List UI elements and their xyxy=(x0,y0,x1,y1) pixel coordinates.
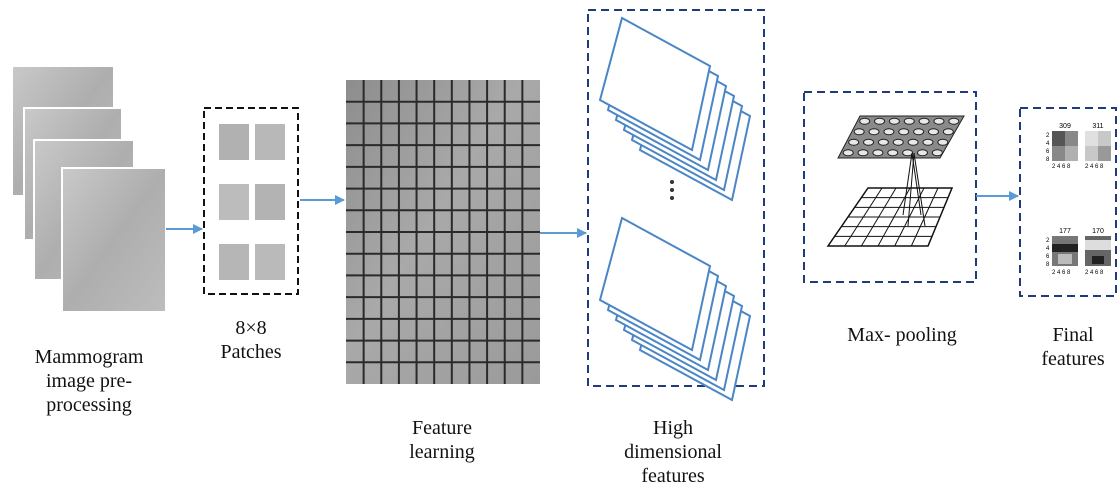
pooled-unit xyxy=(883,128,895,136)
x-tick-labels: 2 4 6 8 xyxy=(1052,270,1071,276)
feature-learning-grid xyxy=(346,80,540,384)
max-pooling-box xyxy=(803,91,977,283)
pooled-unit xyxy=(918,117,930,125)
mammogram-image xyxy=(61,167,167,313)
pooled-unit xyxy=(877,138,889,146)
y-tick-label: 6 xyxy=(1046,254,1050,260)
pooled-unit xyxy=(907,138,919,146)
pooled-unit xyxy=(892,138,904,146)
feature-sheet-stack-bottom xyxy=(598,216,752,402)
label-line: Final xyxy=(1052,324,1094,346)
pooled-unit xyxy=(863,138,875,146)
pooled-unit xyxy=(857,149,869,157)
patch-thumbnail xyxy=(255,244,285,280)
y-tick-label: 2 xyxy=(1046,238,1050,244)
pooled-unit xyxy=(888,117,900,125)
patch-thumbnail xyxy=(255,184,285,220)
pooled-unit xyxy=(931,149,943,157)
pooled-unit xyxy=(872,149,884,157)
feature-thumbnail: 309 xyxy=(1052,123,1078,161)
y-tick-label: 2 xyxy=(1046,133,1050,139)
pooled-unit xyxy=(842,149,854,157)
y-tick-label: 6 xyxy=(1046,149,1050,155)
label-line: dimensional xyxy=(624,441,722,463)
thumbnail-number: 311 xyxy=(1092,123,1103,130)
pooled-unit xyxy=(887,149,899,157)
pooled-unit xyxy=(916,149,928,157)
axis-ticks: 2 4 6 8 2 4 6 8 2 4 6 8 2 4 6 8 2 4 6 8 … xyxy=(1046,133,1104,276)
final-features-label: Final features xyxy=(1030,323,1116,371)
y-tick-label: 8 xyxy=(1046,157,1050,163)
label-line: Patches xyxy=(220,341,282,363)
pooled-unit xyxy=(922,138,934,146)
pooled-unit xyxy=(902,149,914,157)
label-line: 8×8 xyxy=(235,317,267,339)
feature-sheet-stack-top xyxy=(598,16,752,202)
final-features-box: 309 311 177 170 2 4 6 8 2 4 6 8 2 4 6 8 … xyxy=(1019,107,1117,297)
y-tick-label: 4 xyxy=(1046,246,1050,252)
pooled-unit xyxy=(848,138,860,146)
pooled-unit xyxy=(937,138,949,146)
feature-thumbnail: 177 xyxy=(1052,228,1078,266)
mammogram-image-stack xyxy=(11,65,167,313)
pooled-unit xyxy=(853,128,865,136)
pooled-unit xyxy=(913,128,925,136)
pooled-unit xyxy=(859,117,871,125)
label-line: processing xyxy=(46,394,132,416)
thumbnail-number: 177 xyxy=(1059,228,1071,235)
pooled-unit xyxy=(933,117,945,125)
patch-thumbnail xyxy=(219,124,249,160)
pooled-plane xyxy=(837,115,965,159)
pooled-layer xyxy=(837,115,965,159)
high-dimensional-label: High dimensional features xyxy=(618,416,728,488)
max-pooling-label: Max- pooling xyxy=(832,323,972,347)
thumbnail-number: 170 xyxy=(1092,228,1104,235)
feature-learning-label: Feature learning xyxy=(392,416,492,464)
label-line: features xyxy=(1041,348,1105,370)
label-line: Feature xyxy=(412,417,472,439)
y-tick-label: 4 xyxy=(1046,141,1050,147)
label-line: Max- pooling xyxy=(847,324,957,346)
x-tick-labels: 2 4 6 8 xyxy=(1085,164,1104,170)
pooled-unit xyxy=(868,128,880,136)
pooled-unit xyxy=(903,117,915,125)
pooled-unit xyxy=(948,117,960,125)
thumbnail-number: 309 xyxy=(1059,123,1071,130)
y-tick-label: 8 xyxy=(1046,262,1050,268)
pooled-unit xyxy=(942,128,954,136)
pooled-unit xyxy=(874,117,886,125)
x-tick-labels: 2 4 6 8 xyxy=(1085,270,1104,276)
pooling-connections xyxy=(902,152,926,227)
label-line: Mammogram xyxy=(34,346,144,368)
feature-sheet xyxy=(598,216,712,352)
feature-sheet xyxy=(598,16,712,152)
label-line: learning xyxy=(409,441,475,463)
label-line: image pre- xyxy=(45,370,133,392)
x-tick-labels: 2 4 6 8 xyxy=(1052,164,1071,170)
input-layer xyxy=(826,187,954,247)
pooled-unit xyxy=(898,128,910,136)
high-dimensional-box xyxy=(587,9,765,402)
patch-thumbnail xyxy=(219,244,249,280)
label-line: High xyxy=(653,417,693,439)
feature-thumbnail: 170 xyxy=(1085,228,1111,266)
label-line: features xyxy=(641,465,705,487)
patches-label: 8×8 Patches xyxy=(206,316,296,364)
vertical-ellipsis xyxy=(670,180,674,200)
patches-box xyxy=(203,107,299,295)
patch-thumbnail xyxy=(219,184,249,220)
pooled-unit xyxy=(927,128,939,136)
patch-thumbnail xyxy=(255,124,285,160)
mammogram-label: Mammogram image pre- processing xyxy=(14,345,164,417)
feature-thumbnail: 311 xyxy=(1085,123,1111,161)
